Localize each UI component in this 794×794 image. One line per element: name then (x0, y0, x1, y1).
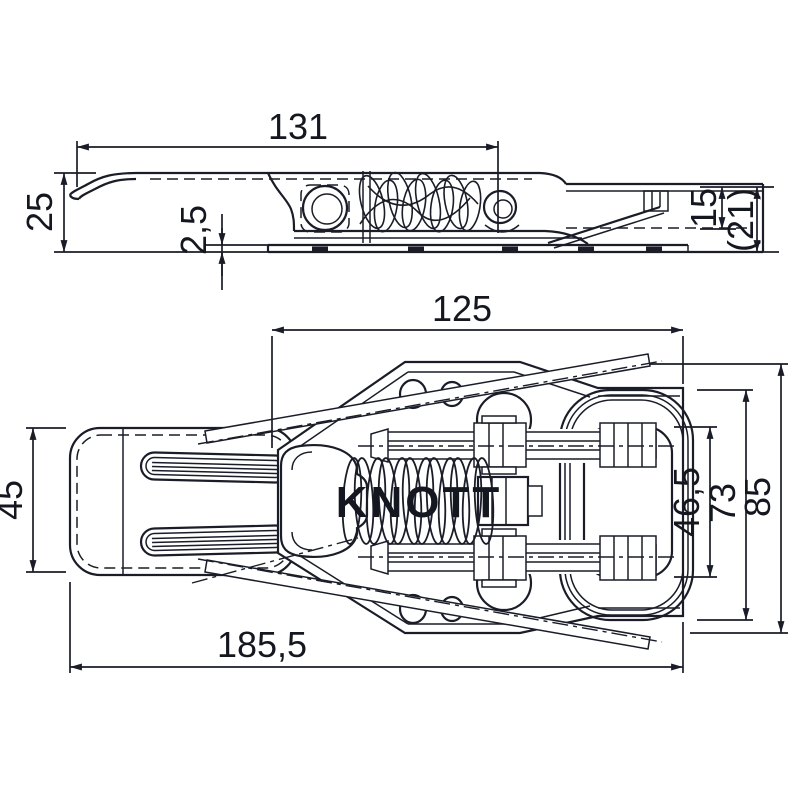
dim-overall-width: 85 (737, 477, 778, 517)
base-weld-ticks (312, 246, 662, 251)
dim-bail-outer: 73 (702, 483, 743, 523)
dim-plate-offset: 2,5 (173, 205, 214, 255)
dim-catch-total: (21) (720, 188, 761, 252)
dim-side-length: 131 (268, 106, 328, 147)
bracket-slope2 (553, 212, 665, 249)
dim-body-length: 125 (432, 288, 492, 329)
pivot-hole-outer (301, 184, 349, 232)
bracket-slope (547, 205, 661, 245)
latch-rail-top (358, 415, 676, 475)
lever-hook-inner (77, 177, 137, 200)
plan-view: KNOTT 125 45 185,5 46,5 73 85 (0, 288, 788, 673)
dim-lever-width: 45 (0, 480, 30, 520)
side-view: 131 25 2,5 15 (21) (19, 106, 779, 290)
lever-right-cap (539, 171, 567, 185)
dim-overall-length: 185,5 (217, 624, 307, 665)
brand-text: KNOTT (336, 478, 503, 527)
dim-bail-inner: 46,5 (666, 467, 707, 537)
lever-hook-tip (68, 194, 80, 201)
pivot-hole-inner (311, 193, 343, 225)
body-left-curve (266, 172, 296, 232)
strut-top (197, 353, 663, 445)
pivot-hidden-outline (300, 184, 350, 233)
housing-detail (291, 451, 313, 471)
spring-side-view (358, 171, 482, 233)
bracket-slot (643, 190, 669, 212)
housing-centerline (191, 537, 359, 584)
spring-plan-view (341, 457, 495, 545)
catch-block (476, 475, 543, 527)
pin-hole-outer (482, 189, 518, 225)
housing-detail (291, 531, 313, 551)
dim-catch-height: 15 (683, 188, 724, 228)
pin-hole-inner (493, 199, 513, 219)
lever-hook-outer (68, 171, 137, 196)
dim-side-height: 25 (19, 192, 60, 232)
strut-bottom (197, 558, 663, 650)
pin-scribble (484, 224, 520, 233)
latch-rail-bottom (358, 528, 676, 588)
